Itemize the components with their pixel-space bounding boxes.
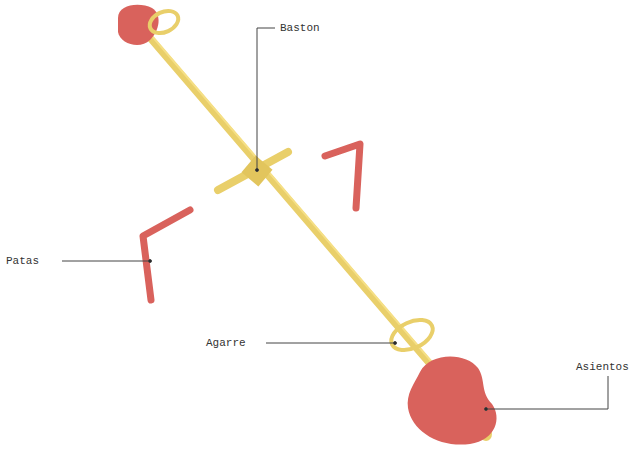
leader-line	[266, 343, 395, 344]
leader-dot	[485, 408, 488, 411]
part-label: Patas	[4, 254, 41, 268]
bottom-grip	[387, 314, 438, 356]
leader-line	[62, 261, 150, 262]
leader-line	[257, 28, 275, 170]
bottom-seat	[408, 356, 497, 444]
leader-dot	[149, 260, 152, 263]
top-grip	[146, 7, 182, 38]
part-label: Baston	[278, 21, 322, 35]
top-seat	[118, 5, 159, 45]
leader-dot	[394, 342, 397, 345]
pivot-cross	[218, 152, 288, 190]
leg-left	[143, 210, 190, 300]
leader-dot	[256, 169, 259, 172]
part-label: Agarre	[204, 336, 248, 350]
leader-line	[486, 376, 608, 409]
bar-highlight	[152, 36, 480, 418]
leg-right	[325, 144, 360, 208]
part-label: Asientos	[574, 360, 631, 374]
